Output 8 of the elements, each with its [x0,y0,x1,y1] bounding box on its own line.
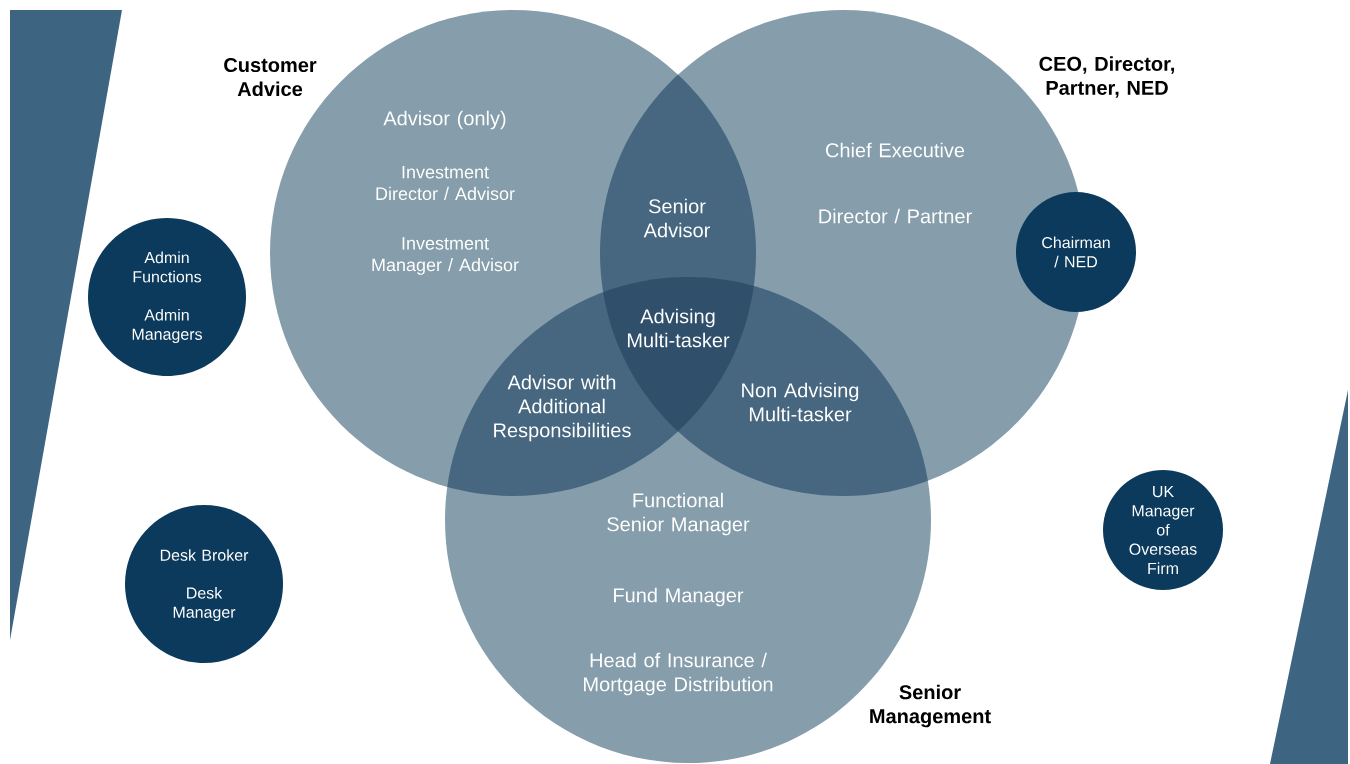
overlap-label: Non Advising Multi-tasker [742,382,859,422]
overlap-label: Advisor with Additional Responsibilities [494,374,631,442]
node-label: Head of Insurance / Mortgage Distribution [584,652,773,696]
node-label: Functional Senior Manager [607,492,750,536]
node-label: Fund Manager [614,587,744,607]
overlap-label: Senior Advisor [643,198,710,238]
overlap-label: Advising Multi-tasker [627,308,730,348]
node-label: Senior Management [870,684,991,728]
